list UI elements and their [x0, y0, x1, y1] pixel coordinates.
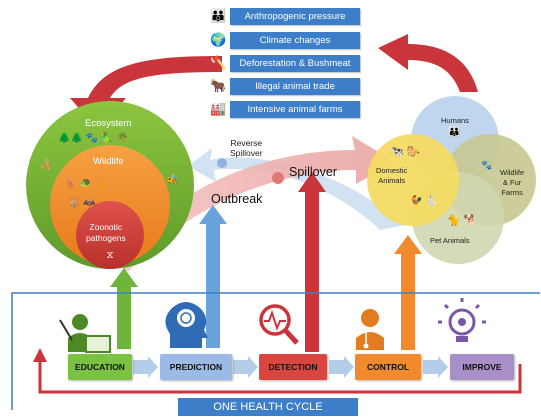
farm-icon: 🏭: [210, 101, 227, 116]
brain-head-icon: [165, 302, 208, 348]
paw-icons: 🐾: [481, 160, 493, 170]
cycle-return-arrow: [38, 360, 522, 394]
reverse-spillover-arrow: [188, 148, 405, 230]
people-icon: 👪: [210, 8, 227, 23]
spillover-arrow: [115, 136, 395, 272]
wildlife-label: Wildlife: [93, 156, 124, 167]
spillover-dot: [272, 172, 284, 184]
stage-chevrons: [133, 356, 448, 378]
education-up-arrow: [110, 268, 138, 349]
dna-icon: ⧖: [106, 250, 113, 261]
stage-education: EDUCATION: [68, 354, 132, 380]
detection-up-arrow: [298, 172, 326, 352]
prediction-up-arrow: [199, 205, 227, 348]
stage-detection: DETECTION: [259, 354, 327, 380]
cycle-frame: [11, 292, 540, 410]
pressure-animal-farms: Intensive animal farms: [230, 101, 360, 118]
doctor-icon: [356, 309, 384, 350]
animal-trade-icon: 🐂: [210, 78, 227, 93]
wildlife-animal-icons: 🦌 🐢 🦒: [64, 178, 107, 189]
top-right-curved-arrow: [378, 34, 478, 92]
humans-label: Humans: [441, 116, 469, 125]
ecosystem-side-icons: 🦂: [40, 160, 53, 171]
deforestation-icon: 🪓: [210, 55, 227, 70]
pressure-climate: Climate changes: [230, 32, 360, 49]
ecosystem-animal-icons: 🌲🌲 🐾 🦜 🌴: [58, 133, 129, 144]
ecosystem-label: Ecosystem: [85, 118, 132, 129]
pressure-anthropogenic: Anthropogenic pressure: [230, 8, 360, 25]
ecosystem-right-icons: 🐝: [166, 175, 179, 186]
cycle-title-bar: ONE HEALTH CYCLE: [178, 398, 358, 416]
humans-group-icon: 👪: [448, 127, 461, 138]
outbreak-label: Outbreak: [211, 192, 263, 206]
stage-prediction: PREDICTION: [160, 354, 232, 380]
stage-improve: IMPROVE: [450, 354, 514, 380]
stage-control: CONTROL: [355, 354, 421, 380]
pressure-deforestation: Deforestation & Bushmeat: [230, 55, 360, 72]
pet-animals-label: Pet Animals: [430, 236, 470, 245]
teacher-icon: [59, 314, 111, 353]
pressure-animal-trade: Illegal animal trade: [230, 78, 360, 95]
lightbulb-gear-icon: [438, 298, 486, 342]
wildlife-animal-icons-2: 🐒 🦇: [68, 198, 96, 209]
livestock-icons: 🐄 🐎: [390, 146, 421, 158]
farm-animal-icons: 🐓 🐇: [410, 196, 438, 207]
domestic-animals-circle: [367, 134, 459, 226]
magnifier-pulse-icon: [259, 304, 299, 345]
zoonotic-circle: [76, 201, 144, 269]
globe-icon: 🌍: [210, 32, 227, 47]
reverse-spillover-dot: [217, 158, 227, 168]
pet-icons: 🐈 🐕: [447, 215, 478, 227]
control-up-arrow: [394, 235, 422, 350]
spillover-label: Spillover: [289, 165, 337, 179]
